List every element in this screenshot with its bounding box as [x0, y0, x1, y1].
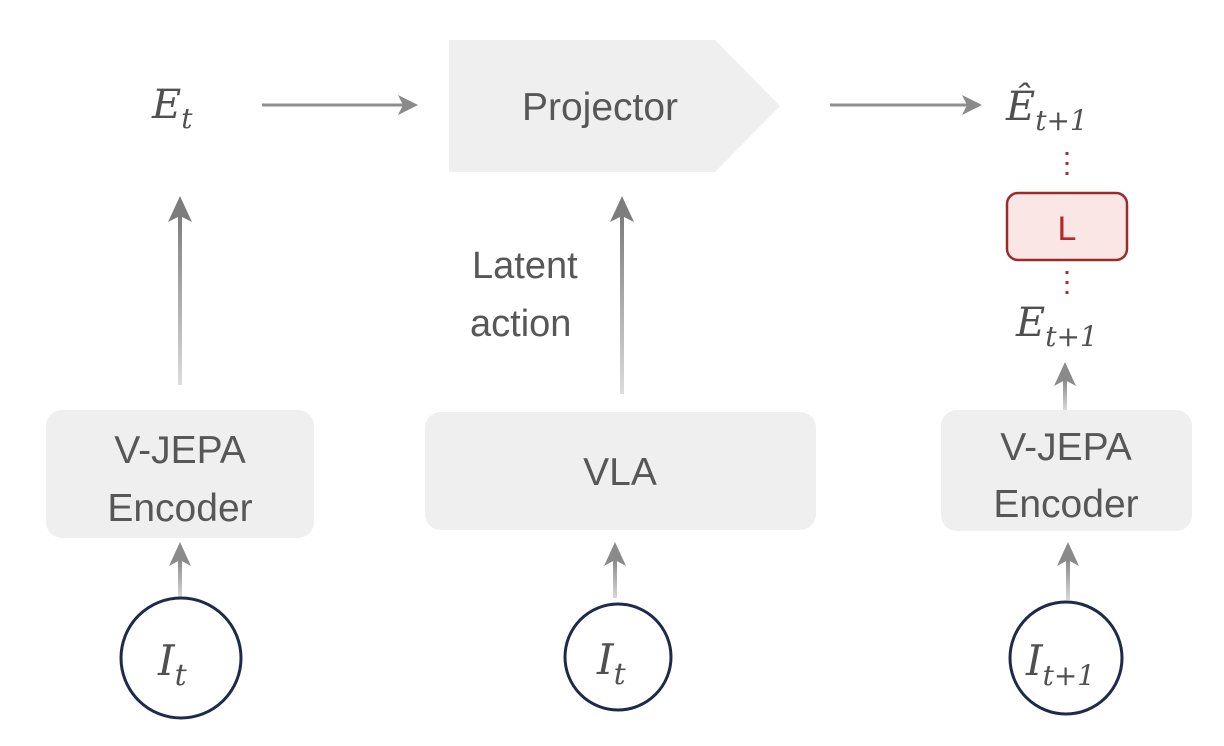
- left-encoder-block: V-JEPA Encoder: [46, 410, 314, 538]
- vla-label: VLA: [583, 451, 657, 494]
- input-right-label: It+1: [1025, 636, 1095, 692]
- loss-block: L: [1005, 191, 1129, 262]
- right-encoder-line1: V-JEPA: [1000, 426, 1132, 469]
- arrow-left-input-head: [169, 542, 191, 566]
- embedding-et1-hat: Êt+1: [1005, 83, 1088, 137]
- arrow-middle-input-head: [604, 542, 626, 566]
- vla-box: [425, 412, 816, 530]
- input-left-label: It: [157, 636, 188, 693]
- input-right: It+1: [1008, 600, 1124, 716]
- arrow-right-encoder-to-et1-head: [1054, 362, 1076, 386]
- input-right-circle: [1008, 600, 1124, 716]
- input-middle-label: It: [596, 635, 627, 692]
- arrow-right-input-head: [1057, 542, 1079, 566]
- arrow-left-input-shaft: [178, 560, 182, 598]
- vla-block: VLA: [425, 412, 816, 530]
- projector-block: Projector: [449, 40, 780, 172]
- latent-action-label-line1: Latent: [472, 245, 578, 287]
- arrow-left-encoder-to-et-shaft: [178, 215, 182, 385]
- embedding-et: Et: [151, 82, 193, 135]
- right-encoder-box: [941, 410, 1192, 531]
- right-encoder-line2: Encoder: [993, 483, 1138, 526]
- input-middle: It: [563, 602, 673, 712]
- latent-action-label-line2: action: [470, 303, 571, 345]
- left-encoder-line1: V-JEPA: [114, 429, 246, 472]
- loss-label: L: [1058, 210, 1077, 248]
- arrow-right-input-shaft: [1066, 560, 1070, 600]
- arrow-middle-input-shaft: [613, 560, 617, 598]
- arrow-right-encoder-to-et1-shaft: [1063, 380, 1067, 410]
- arrow-vla-to-projector-head: [610, 196, 634, 222]
- input-left-circle: [119, 596, 243, 720]
- input-middle-circle: [563, 602, 673, 712]
- right-encoder-block: V-JEPA Encoder: [941, 410, 1192, 531]
- projector-label: Projector: [522, 86, 678, 129]
- embedding-et1: Et+1: [1015, 300, 1098, 353]
- arrow-vla-to-projector-shaft: [620, 216, 624, 394]
- loss-box: [1005, 191, 1129, 262]
- left-encoder-box: [46, 410, 314, 538]
- left-encoder-line2: Encoder: [107, 487, 252, 530]
- arrow-left-encoder-to-et-head: [168, 196, 192, 222]
- input-left: It: [119, 596, 243, 720]
- projector-shape: [449, 40, 780, 172]
